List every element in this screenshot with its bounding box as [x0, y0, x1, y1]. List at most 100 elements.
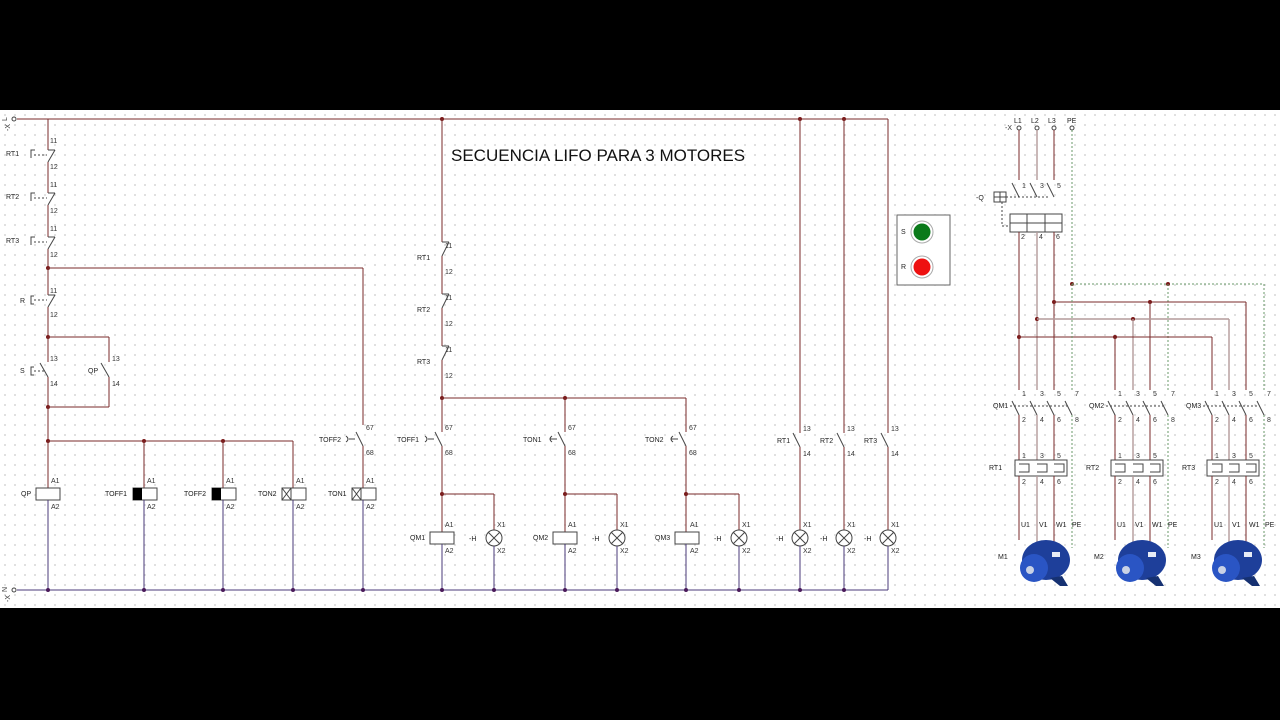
svg-text:R: R — [20, 298, 25, 305]
svg-text:U1: U1 — [1214, 522, 1223, 529]
svg-text:X2: X2 — [803, 548, 812, 555]
svg-text:X2: X2 — [891, 548, 900, 555]
contactor-qm1-power[interactable]: QM1 1 3 5 7 2 4 6 8 — [993, 391, 1079, 424]
rt3-nc-contact[interactable]: RT3 11 12 — [6, 225, 58, 268]
svg-text:PE: PE — [1265, 522, 1275, 529]
coil-qm3[interactable]: QM3 A1 A2 — [655, 522, 700, 555]
toff2-delay-contact[interactable]: TOFF2 67 68 — [319, 425, 374, 488]
svg-text:1: 1 — [1022, 453, 1026, 460]
fault-lamp-rt1[interactable]: RT1 13 14 -H X1 X2 — [776, 117, 812, 590]
schematic-canvas[interactable]: SECUENCIA LIFO PARA 3 MOTORES L -X N -X … — [0, 110, 1280, 608]
start-button-contact[interactable]: S 13 14 — [20, 337, 58, 407]
svg-text:V1: V1 — [1232, 522, 1241, 529]
svg-text:U1: U1 — [1021, 522, 1030, 529]
svg-text:QM1: QM1 — [993, 403, 1008, 410]
svg-text:RT2: RT2 — [820, 438, 833, 445]
stop-button-contact[interactable]: R 11 12 — [20, 268, 58, 337]
lamp-qm2[interactable]: -H X1 X2 — [592, 522, 629, 555]
svg-text:14: 14 — [112, 381, 120, 388]
motor-m3[interactable]: M3 — [1191, 540, 1262, 586]
svg-text:A1: A1 — [690, 522, 699, 529]
diagram-title: SECUENCIA LIFO PARA 3 MOTORES — [451, 146, 745, 165]
svg-text:W1: W1 — [1152, 522, 1163, 529]
fault-lamp-rt2[interactable]: RT2 13 14 -H X1 X2 — [820, 117, 856, 590]
svg-text:4: 4 — [1039, 234, 1043, 241]
svg-text:X2: X2 — [847, 548, 856, 555]
svg-text:N: N — [2, 587, 9, 592]
svg-text:RT1: RT1 — [989, 465, 1002, 472]
svg-text:QM1: QM1 — [410, 535, 425, 542]
power-supply-terminals: L1 L2 L3 PE -X — [1005, 118, 1077, 132]
motor-m2[interactable]: M2 — [1094, 540, 1166, 586]
lamp-qm3[interactable]: -H X1 X2 — [714, 522, 751, 555]
motor-group-2: QM2 1 3 5 7 2 4 6 8 RT2 1 3 5 2 4 6 — [1086, 391, 1178, 586]
coil-ton1[interactable]: TON1 A1 A2 — [328, 478, 377, 590]
lamp-qm1[interactable]: -H X1 X2 — [469, 522, 506, 555]
stop-pushbutton[interactable] — [910, 255, 934, 279]
svg-text:3: 3 — [1040, 453, 1044, 460]
svg-text:2: 2 — [1022, 417, 1026, 424]
contactor-qm2-power[interactable]: QM2 1 3 5 7 2 4 6 8 — [1089, 391, 1175, 424]
svg-text:U1: U1 — [1117, 522, 1126, 529]
svg-text:12: 12 — [445, 269, 453, 276]
svg-text:8: 8 — [1171, 417, 1175, 424]
svg-text:5: 5 — [1153, 391, 1157, 398]
svg-text:5: 5 — [1153, 453, 1157, 460]
coil-qm2[interactable]: QM2 A1 A2 — [533, 522, 578, 555]
svg-text:QP: QP — [88, 368, 98, 375]
svg-text:68: 68 — [366, 450, 374, 457]
thermal-relay-rt3[interactable]: RT3 1 3 5 2 4 6 — [1182, 453, 1260, 486]
fault-lamp-rt3[interactable]: RT3 13 14 -H X1 X2 — [864, 119, 900, 590]
coil-toff1[interactable]: TOFF1 A1 A2 — [105, 441, 158, 590]
rt3-nc-contact-2[interactable]: RT3 11 12 — [417, 345, 453, 398]
svg-text:-X: -X — [1005, 125, 1012, 132]
svg-text:X1: X1 — [803, 522, 812, 529]
rt2-nc-contact-2[interactable]: RT2 11 12 — [417, 293, 453, 346]
main-breaker[interactable]: -Q 1 3 5 2 4 6 — [976, 182, 1063, 241]
ton2-contact[interactable]: TON2 67 68 — [645, 425, 697, 457]
svg-text:12: 12 — [50, 312, 58, 319]
coil-qp[interactable]: QP A1 A2 — [21, 441, 61, 590]
coil-ton2[interactable]: TON2 A1 A2 — [258, 441, 307, 590]
svg-text:11: 11 — [50, 138, 57, 145]
svg-text:2: 2 — [1022, 479, 1026, 486]
thermal-relay-rt1[interactable]: RT1 1 3 5 2 4 6 — [989, 453, 1068, 486]
svg-text:V1: V1 — [1135, 522, 1144, 529]
svg-text:6: 6 — [1153, 417, 1157, 424]
svg-text:-H: -H — [592, 536, 599, 543]
svg-text:14: 14 — [891, 451, 899, 458]
coil-toff2[interactable]: TOFF2 A1 A2 — [184, 441, 237, 590]
svg-text:-Q: -Q — [976, 195, 984, 202]
svg-text:5: 5 — [1057, 391, 1061, 398]
rt1-nc-contact-2[interactable]: RT1 11 12 — [417, 241, 453, 294]
contactor-qm3-power[interactable]: QM3 1 3 5 7 2 4 6 8 — [1186, 391, 1271, 424]
svg-text:6: 6 — [1249, 417, 1253, 424]
svg-text:8: 8 — [1267, 417, 1271, 424]
svg-text:11: 11 — [50, 288, 57, 295]
svg-text:W1: W1 — [1249, 522, 1260, 529]
rt2-nc-contact[interactable]: RT2 11 12 — [6, 180, 58, 225]
rt1-nc-contact[interactable]: RT1 11 12 — [6, 138, 58, 180]
svg-text:X1: X1 — [497, 522, 506, 529]
start-pushbutton[interactable] — [910, 220, 934, 244]
svg-text:RT1: RT1 — [6, 151, 19, 158]
coil-qm1[interactable]: QM1 A1 A2 — [410, 522, 455, 555]
motor-m1[interactable]: M1 — [998, 540, 1070, 586]
toff1-contact[interactable]: TOFF1 67 68 — [397, 425, 453, 457]
svg-text:3: 3 — [1232, 453, 1236, 460]
svg-text:-H: -H — [820, 536, 827, 543]
svg-text:V1: V1 — [1039, 522, 1048, 529]
svg-text:1: 1 — [1118, 391, 1122, 398]
svg-text:5: 5 — [1249, 453, 1253, 460]
branch-qm2: TON1 67 68 QM2 A1 A2 -H X1 X2 — [523, 398, 629, 590]
qp-holding-contact[interactable]: QP 13 14 — [88, 356, 120, 407]
svg-text:TOFF1: TOFF1 — [397, 437, 419, 444]
thermal-relay-rt2[interactable]: RT2 1 3 5 2 4 6 — [1086, 453, 1164, 486]
svg-text:A2: A2 — [568, 548, 577, 555]
ton1-contact[interactable]: TON1 67 68 — [523, 425, 576, 457]
svg-text:4: 4 — [1232, 479, 1236, 486]
svg-text:5: 5 — [1057, 453, 1061, 460]
svg-text:TON1: TON1 — [523, 437, 542, 444]
svg-text:11: 11 — [50, 226, 57, 233]
svg-text:13: 13 — [847, 426, 855, 433]
